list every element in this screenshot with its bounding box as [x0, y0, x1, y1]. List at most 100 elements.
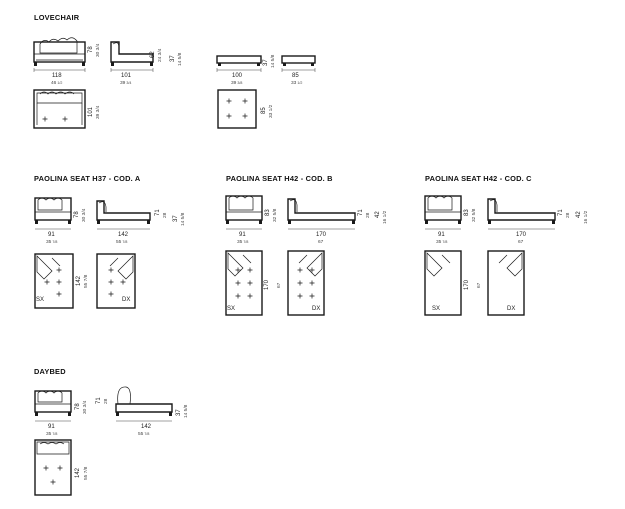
daybed-width-1: 91 [48, 424, 55, 430]
cod-b-width-1: 91 [239, 232, 246, 238]
lovechair-height-2-inch: 24 3/4 [158, 48, 163, 62]
cod-b-dx-label: DX [312, 306, 321, 312]
daybed-width-1-inch: 357/8 [46, 432, 58, 437]
cod-c-width-2-inch: 67 [518, 240, 524, 245]
daybed-depth: 142 [75, 467, 81, 478]
cod-c-front-view [424, 195, 462, 230]
daybed-height-1-inch: 30 3/4 [83, 400, 88, 414]
daybed-width-2: 142 [141, 424, 152, 430]
cod-a-height-1: 78 [74, 211, 80, 218]
cod-b-sx-label: SX [227, 306, 236, 312]
quilting-cross-mark [43, 465, 49, 471]
lovechair-height-3: 37 [170, 55, 176, 62]
cod-b-plan-dx [287, 250, 325, 316]
cod-b-width-2: 170 [316, 232, 327, 238]
cod-b-width-1-inch: 357/8 [237, 240, 249, 245]
daybed-plan [34, 439, 72, 496]
cod-b-height-1: 83 [265, 209, 271, 216]
cod-c-dx-label: DX [507, 306, 516, 312]
daybed-height-1: 78 [75, 403, 81, 410]
cod-a-side-view [96, 200, 151, 230]
quilting-cross-mark [108, 267, 114, 273]
daybed-height-3: 37 [176, 409, 182, 416]
cod-b-height-1-inch: 32 5/8 [273, 208, 278, 222]
cod-b-side-view [287, 198, 356, 230]
cod-c-plan-dx [487, 250, 525, 316]
quilting-cross-mark [226, 98, 232, 104]
quilting-crosses [42, 98, 315, 485]
lovechair-height-1: 78 [88, 46, 94, 53]
cod-c-depth-inch: 67 [477, 282, 482, 288]
cod-c-sx-label: SX [432, 306, 441, 312]
cod-a-height-3: 37 [173, 215, 179, 222]
cod-a-depth-inch: 55 7/8 [84, 274, 89, 288]
pouf-width-2-inch: 331/2 [291, 81, 303, 86]
pouf-width-1: 100 [232, 73, 243, 79]
quilting-cross-mark [297, 293, 303, 299]
cod-a-height-1-inch: 30 3/4 [82, 208, 87, 222]
lovechair-pouf-front [216, 55, 262, 72]
cod-a-depth: 142 [76, 275, 82, 286]
daybed-front-view [34, 390, 72, 422]
cod-c-height-2-inch: 28 [566, 212, 571, 218]
quilting-cross-mark [242, 98, 248, 104]
pouf-depth: 85 [261, 107, 267, 114]
daybed-side-view [115, 386, 173, 422]
lovechair-width-2-inch: 393/4 [120, 81, 132, 86]
cod-c-side-view [487, 198, 556, 230]
cod-c-height-3: 42 [576, 211, 582, 218]
cod-c-height-3-inch: 16 1/2 [584, 210, 589, 224]
section-title-cod-a: PAOLINA SEAT H37 - COD. A [34, 174, 141, 183]
cod-a-width-2: 142 [118, 232, 129, 238]
section-title-cod-c: PAOLINA SEAT H42 - COD. C [425, 174, 532, 183]
section-title-lovechair: LOVECHAIR [34, 13, 80, 22]
cod-a-width-1: 91 [48, 232, 55, 238]
daybed-depth-inch: 55 7/8 [84, 466, 89, 480]
pouf-height-inch: 14 5/8 [271, 54, 276, 68]
quilting-cross-mark [247, 293, 253, 299]
quilting-cross-mark [226, 113, 232, 119]
quilting-cross-mark [235, 280, 241, 286]
quilting-cross-mark [297, 267, 303, 273]
cod-a-dx-label: DX [122, 297, 131, 303]
quilting-cross-mark [62, 116, 68, 122]
lovechair-side-view [110, 41, 154, 72]
cod-b-height-3-inch: 16 1/2 [383, 210, 388, 224]
cod-c-height-2: 71 [558, 209, 564, 216]
quilting-cross-mark [56, 291, 62, 297]
quilting-cross-mark [309, 293, 315, 299]
quilting-cross-mark [235, 293, 241, 299]
daybed-height-2: 71 [96, 397, 102, 404]
lovechair-height-3-inch: 14 5/8 [178, 52, 183, 66]
cod-a-width-2-inch: 557/8 [116, 240, 128, 245]
cod-a-front-view [34, 197, 72, 230]
cod-c-plan-sx [424, 250, 462, 316]
section-title-cod-b: PAOLINA SEAT H42 - COD. B [226, 174, 333, 183]
quilting-cross-mark [297, 280, 303, 286]
cod-b-height-2: 71 [358, 209, 364, 216]
lovechair-width-2: 101 [121, 73, 132, 79]
cod-c-depth: 170 [464, 279, 470, 290]
lovechair-height-1-inch: 30 3/4 [96, 43, 101, 57]
cod-b-depth-inch: 67 [277, 282, 282, 288]
cod-c-height-1: 83 [464, 209, 470, 216]
cod-b-height-3: 42 [375, 211, 381, 218]
daybed-height-2-inch: 28 [104, 398, 109, 404]
lovechair-depth: 101 [88, 106, 94, 117]
quilting-cross-mark [56, 279, 62, 285]
quilting-cross-mark [44, 279, 50, 285]
cod-a-height-2: 71 [155, 209, 161, 216]
quilting-cross-mark [50, 479, 56, 485]
cod-b-front-view [225, 195, 263, 230]
lovechair-width-1: 118 [52, 73, 62, 79]
cod-b-depth: 170 [264, 279, 270, 290]
daybed-height-3-inch: 14 5/8 [184, 404, 189, 418]
cod-c-width-1: 91 [438, 232, 445, 238]
cod-a-plan-dx [96, 253, 136, 309]
cod-b-height-2-inch: 28 [366, 212, 371, 218]
daybed-width-2-inch: 557/8 [138, 432, 150, 437]
lovechair-front-view [33, 37, 86, 72]
cod-a-height-3-inch: 14 5/8 [181, 212, 186, 226]
